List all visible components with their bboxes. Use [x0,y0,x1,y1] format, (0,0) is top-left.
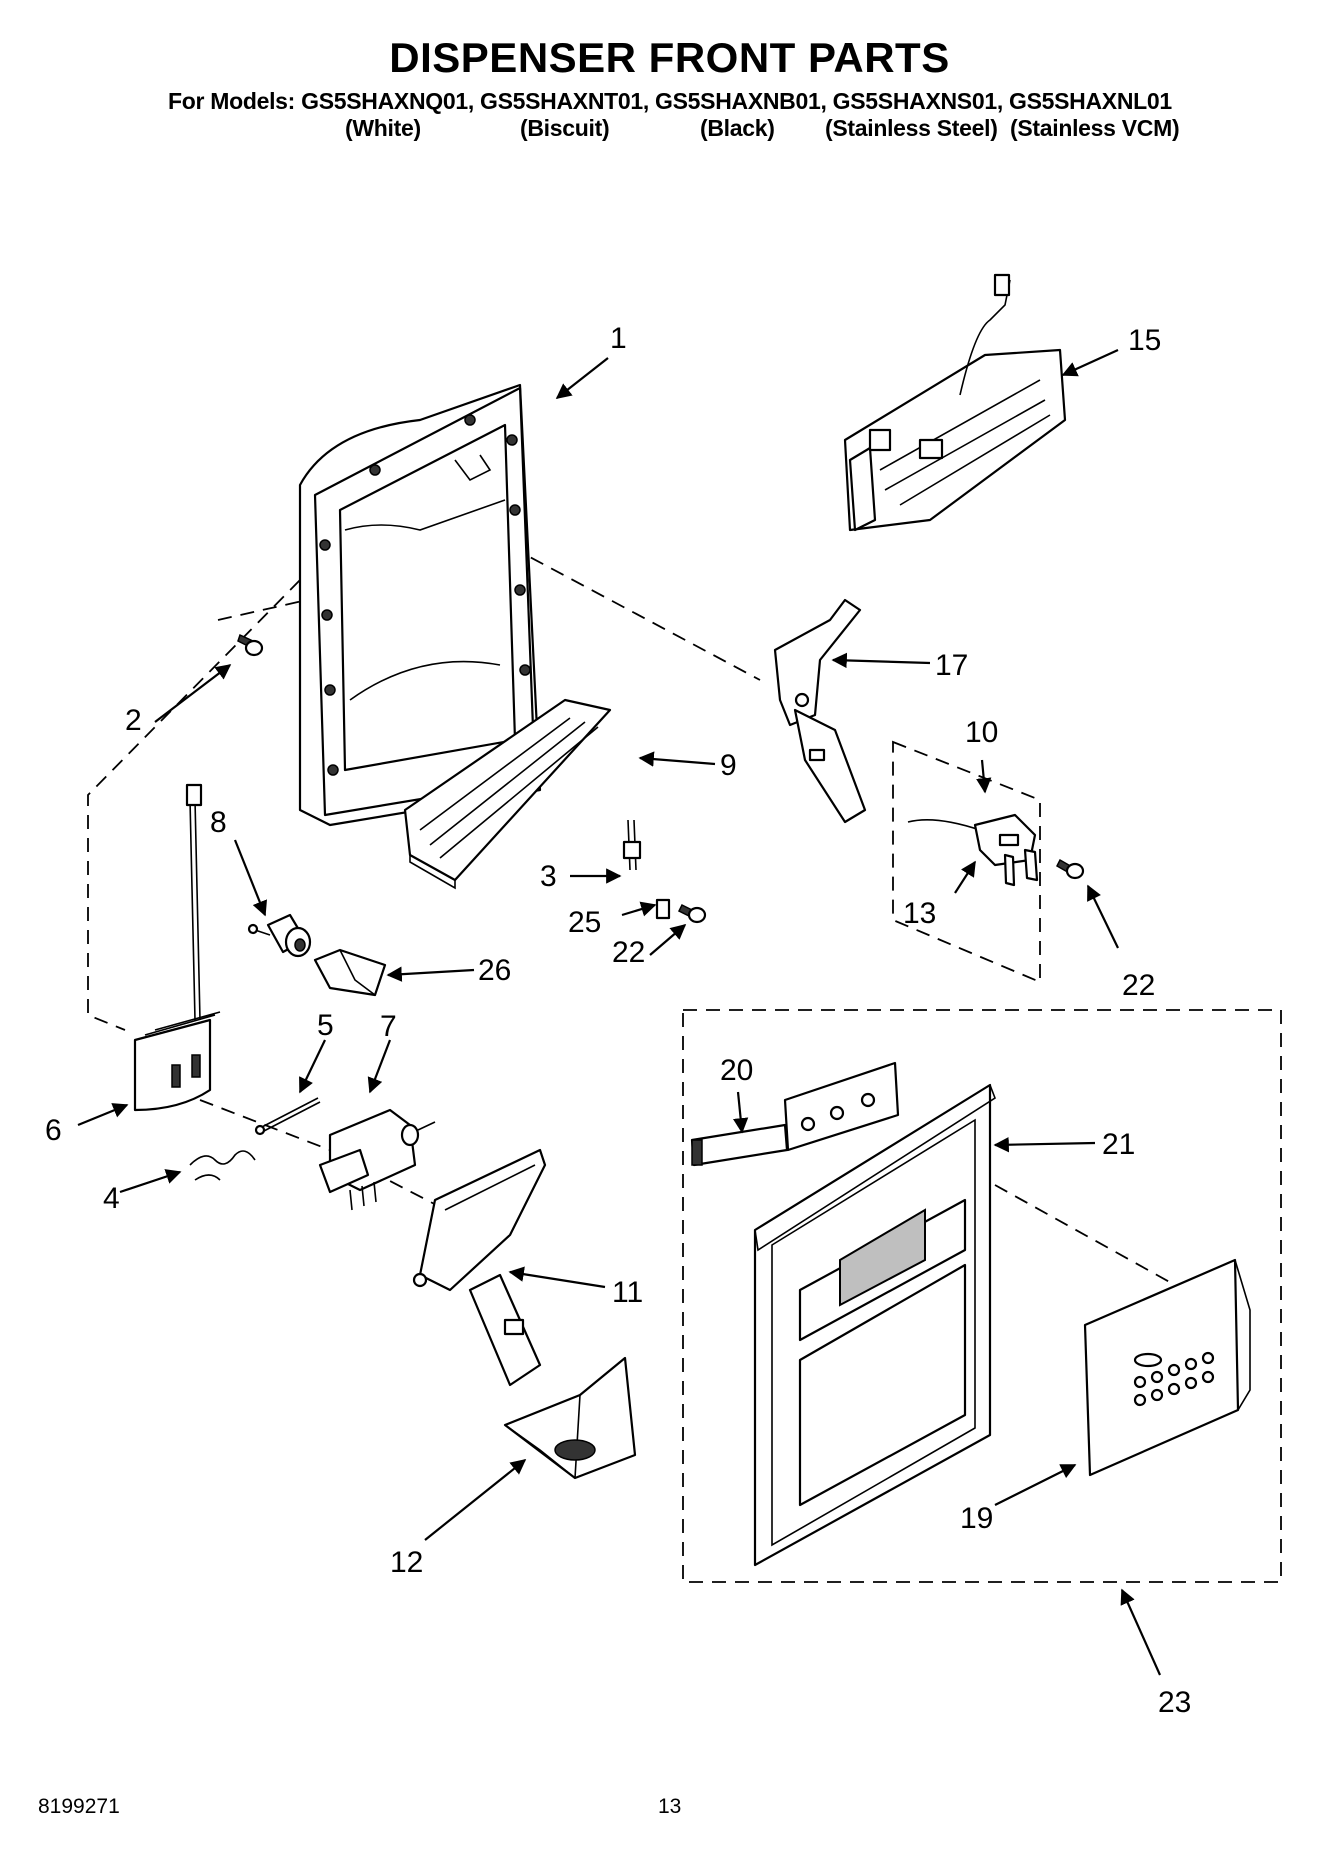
part-25-spacer [655,898,671,920]
part-26-cover [313,948,387,997]
part-22-screw-right [1056,858,1085,880]
variant-white: (White) [345,115,421,141]
part-8-solenoid [247,913,312,958]
callout-22-right: 22 [1122,969,1155,1002]
part-19-ui-panel [1083,1258,1251,1477]
callout-15: 15 [1128,324,1161,357]
part-15-module [843,273,1067,532]
callout-2: 2 [125,704,142,737]
part-9-drip-tray [403,698,612,890]
part-17-lever [773,598,867,824]
part-6-switch-box [133,783,221,1112]
callout-5: 5 [317,1009,334,1042]
part-12-chute [503,1356,637,1480]
part-4-spring [189,1150,256,1181]
callout-13: 13 [903,897,936,930]
part-2-screw [237,633,264,657]
variant-stainless-steel: (Stainless Steel) [825,115,998,141]
variant-stainless-vcm: (Stainless VCM) [1010,115,1180,141]
callout-12: 12 [390,1546,423,1579]
callout-22-center: 22 [612,936,645,969]
callout-26: 26 [478,954,511,987]
callout-3: 3 [540,860,557,893]
callout-7: 7 [380,1010,397,1043]
callout-labels: 1 15 2 17 10 9 3 25 22 13 22 8 26 6 5 4 … [45,322,1191,1719]
callout-8: 8 [210,806,227,839]
page-number: 13 [658,1795,682,1818]
part-3-clip [622,819,642,871]
part-21-front-panel [753,1083,996,1567]
callout-17: 17 [935,649,968,682]
assembly-23-box [682,1009,1282,1583]
part-7-actuator [318,1108,436,1211]
part-11-flap [412,1148,547,1387]
leader-arrows [77,348,1162,1676]
part-5-pin [254,1097,321,1136]
align-line-6 [87,579,301,1031]
variant-biscuit: (Biscuit) [520,115,610,141]
part-1-housing [298,383,542,827]
doc-number: 8199271 [38,1795,120,1818]
callout-6: 6 [45,1114,62,1147]
callout-9: 9 [720,749,737,782]
callout-25: 25 [568,906,601,939]
part-22-screw-center [677,903,707,924]
callout-4: 4 [103,1182,120,1215]
part-13-switch [907,813,1039,887]
callout-10: 10 [965,716,998,749]
callout-1: 1 [610,322,627,355]
models-line: For Models: GS5SHAXNQ01, GS5SHAXNT01, GS… [168,88,1172,114]
callout-23: 23 [1158,1686,1191,1719]
part-20-board [690,1061,900,1167]
callout-21: 21 [1102,1128,1135,1161]
callout-11: 11 [612,1276,643,1309]
callout-20: 20 [720,1054,753,1087]
callout-19: 19 [960,1502,993,1535]
page-title: DISPENSER FRONT PARTS [389,34,950,81]
variant-black: (Black) [700,115,775,141]
